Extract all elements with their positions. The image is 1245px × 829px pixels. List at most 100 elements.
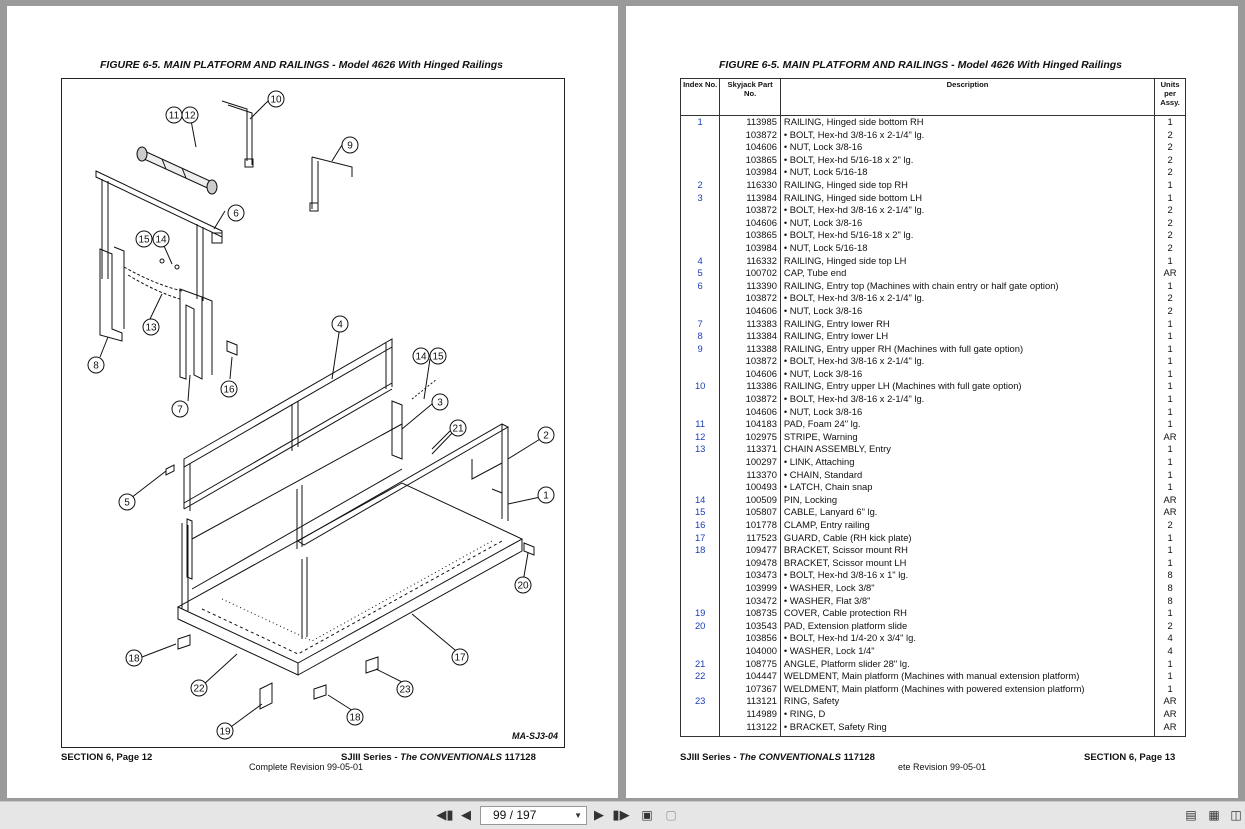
callout-circle xyxy=(87,356,105,374)
row-description: • BOLT, Hex-hd 3/8-16 x 2-1/4" lg. xyxy=(779,204,1156,217)
row-description: • NUT, Lock 3/8-16 xyxy=(779,216,1156,230)
last-page-icon[interactable]: ▮▶ xyxy=(612,807,630,822)
row-description: PAD, Foam 24" lg. xyxy=(779,418,1156,431)
table-row: 103872• BOLT, Hex-hd 3/8-16 x 2-1/4" lg.… xyxy=(679,393,1186,406)
callout-number: 12 xyxy=(184,111,196,122)
page-number-select[interactable]: 99 / 197 ▼ xyxy=(480,806,587,825)
callout-number: 6 xyxy=(233,209,239,220)
row-units: AR xyxy=(1154,695,1186,708)
row-description: RAILING, Entry lower RH xyxy=(779,317,1156,331)
row-index xyxy=(679,632,721,645)
row-index: 4 xyxy=(679,254,721,268)
fit-page-icon[interactable]: ▣ xyxy=(641,808,653,822)
row-part-number: 103473 xyxy=(719,569,781,582)
footer-page-right: SECTION 6, Page 13 xyxy=(1084,752,1176,763)
callout-number: 22 xyxy=(193,684,205,695)
two-page-view-icon[interactable]: ◫ xyxy=(1230,808,1242,822)
callout-number: 14 xyxy=(155,235,167,246)
table-row: 103865• BOLT, Hex-hd 5/16-18 x 2" lg.2 xyxy=(679,153,1186,167)
header-units: Units per Assy. xyxy=(1154,78,1186,116)
row-index: 6 xyxy=(679,279,721,293)
row-index: 10 xyxy=(679,380,721,394)
footer-series-italic: The CONVENTIONALS xyxy=(739,752,842,763)
row-index xyxy=(679,594,721,608)
next-page-icon[interactable]: ▶ xyxy=(594,807,604,822)
row-units: 1 xyxy=(1154,405,1186,419)
table-row: 103472• WASHER, Flat 3/8"8 xyxy=(679,594,1186,608)
row-index xyxy=(679,355,721,368)
row-part-number: 100493 xyxy=(719,481,781,494)
callout-number: 13 xyxy=(145,323,157,334)
parts-table-header: Index No. Skyjack Part No. Description U… xyxy=(679,78,1186,116)
row-part-number: 104183 xyxy=(719,418,781,431)
row-index xyxy=(679,216,721,230)
row-part-number: 100702 xyxy=(719,267,781,280)
row-units: 8 xyxy=(1154,594,1186,608)
table-row: 103856• BOLT, Hex-hd 1/4-20 x 3/4" lg.4 xyxy=(679,632,1186,645)
prev-page-icon[interactable]: ◀ xyxy=(461,807,471,822)
row-index xyxy=(679,153,721,167)
row-index: 5 xyxy=(679,267,721,280)
callout-circle xyxy=(537,426,555,444)
callout-circle xyxy=(216,722,234,740)
callout-circle xyxy=(171,400,189,418)
row-index: 3 xyxy=(679,191,721,205)
callout-circle xyxy=(346,708,364,726)
row-units: 1 xyxy=(1154,191,1186,205)
callout-number: 15 xyxy=(432,352,444,363)
callout-number: 4 xyxy=(337,320,343,331)
row-description: WELDMENT, Main platform (Machines with m… xyxy=(779,670,1156,683)
first-page-icon[interactable]: ◀▮ xyxy=(436,807,454,822)
continuous-view-icon[interactable]: ▦ xyxy=(1208,808,1220,822)
row-description: RAILING, Hinged side top RH xyxy=(779,178,1156,192)
row-units: 1 xyxy=(1154,531,1186,545)
row-part-number: 103872 xyxy=(719,204,781,217)
callout-number: 5 xyxy=(124,498,130,509)
row-description: CHAIN ASSEMBLY, Entry xyxy=(779,443,1156,457)
figure-title-left: FIGURE 6-5. MAIN PLATFORM AND RAILINGS -… xyxy=(100,59,504,71)
row-index xyxy=(679,481,721,494)
table-row: 104000• WASHER, Lock 1/4"4 xyxy=(679,644,1186,658)
row-description: BRACKET, Scissor mount LH xyxy=(779,556,1156,570)
footer-series-italic: The CONVENTIONALS xyxy=(400,752,503,763)
single-page-view-icon[interactable]: ▤ xyxy=(1185,808,1197,822)
row-description: ANGLE, Platform slider 28" lg. xyxy=(779,657,1156,671)
row-index: 1 xyxy=(679,115,721,129)
row-part-number: 113122 xyxy=(719,720,781,738)
row-index xyxy=(679,569,721,582)
fit-width-icon[interactable]: ▢ xyxy=(665,808,677,822)
row-description: • CHAIN, Standard xyxy=(779,468,1156,482)
row-index xyxy=(679,556,721,570)
row-units: 1 xyxy=(1154,380,1186,394)
callout-circle xyxy=(135,230,153,248)
row-description: • WASHER, Flat 3/8" xyxy=(779,594,1156,608)
row-description: • BRACKET, Safety Ring xyxy=(779,720,1156,738)
callout-number: 18 xyxy=(128,654,140,665)
callout-number: 10 xyxy=(270,95,282,106)
row-part-number: 117523 xyxy=(719,531,781,545)
footer-doc-number: 117128 xyxy=(841,752,875,763)
row-index xyxy=(679,166,721,179)
row-units: 1 xyxy=(1154,670,1186,683)
row-units: 1 xyxy=(1154,544,1186,557)
row-part-number: 105807 xyxy=(719,506,781,519)
table-row: 103872• BOLT, Hex-hd 3/8-16 x 2-1/4" lg.… xyxy=(679,128,1186,142)
row-part-number: 113371 xyxy=(719,443,781,457)
row-units: AR xyxy=(1154,430,1186,444)
row-part-number: 100509 xyxy=(719,493,781,507)
row-index xyxy=(679,720,721,738)
row-description: PAD, Extension platform slide xyxy=(779,619,1156,633)
